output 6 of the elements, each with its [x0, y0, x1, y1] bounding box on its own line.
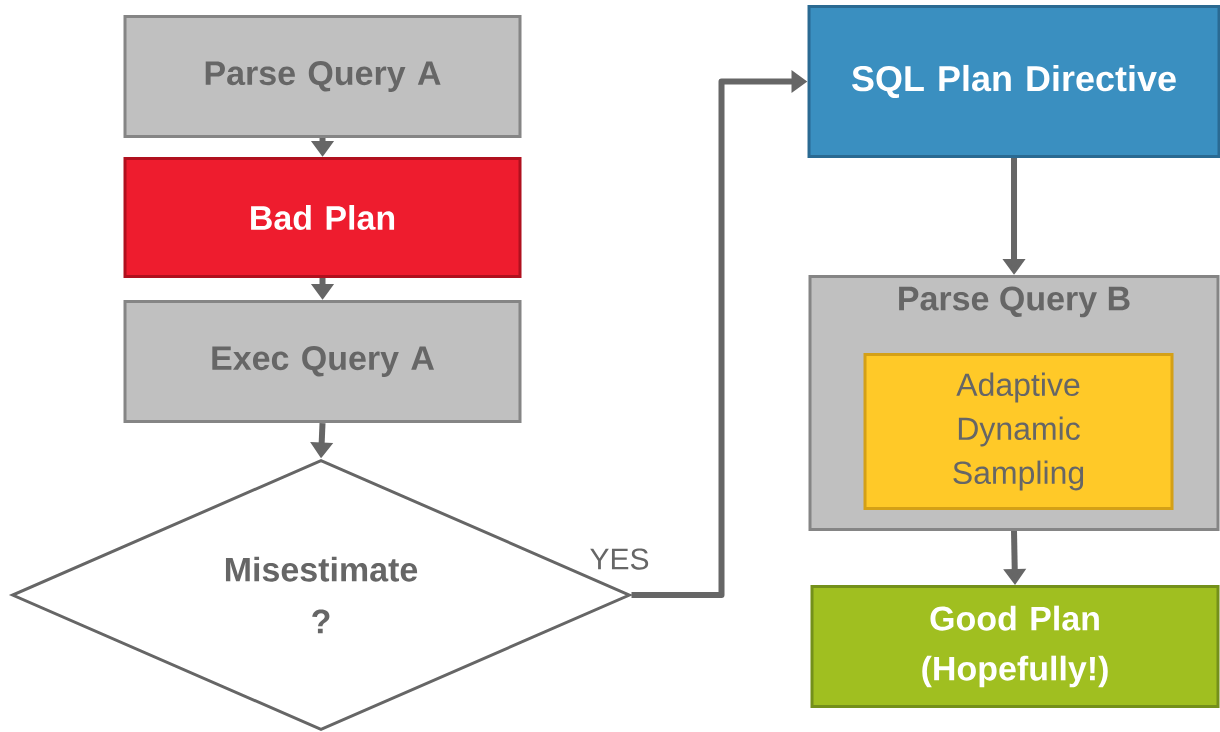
process-box: Bad Plan: [123, 157, 522, 278]
process-box: Exec Query A: [123, 300, 522, 423]
process-box: Good Plan (Hopefully!): [810, 585, 1220, 708]
process-box: Adaptive Dynamic Sampling: [863, 353, 1174, 510]
process-box: Parse Query A: [123, 15, 522, 138]
process-box: SQL Plan Directive: [807, 5, 1220, 158]
